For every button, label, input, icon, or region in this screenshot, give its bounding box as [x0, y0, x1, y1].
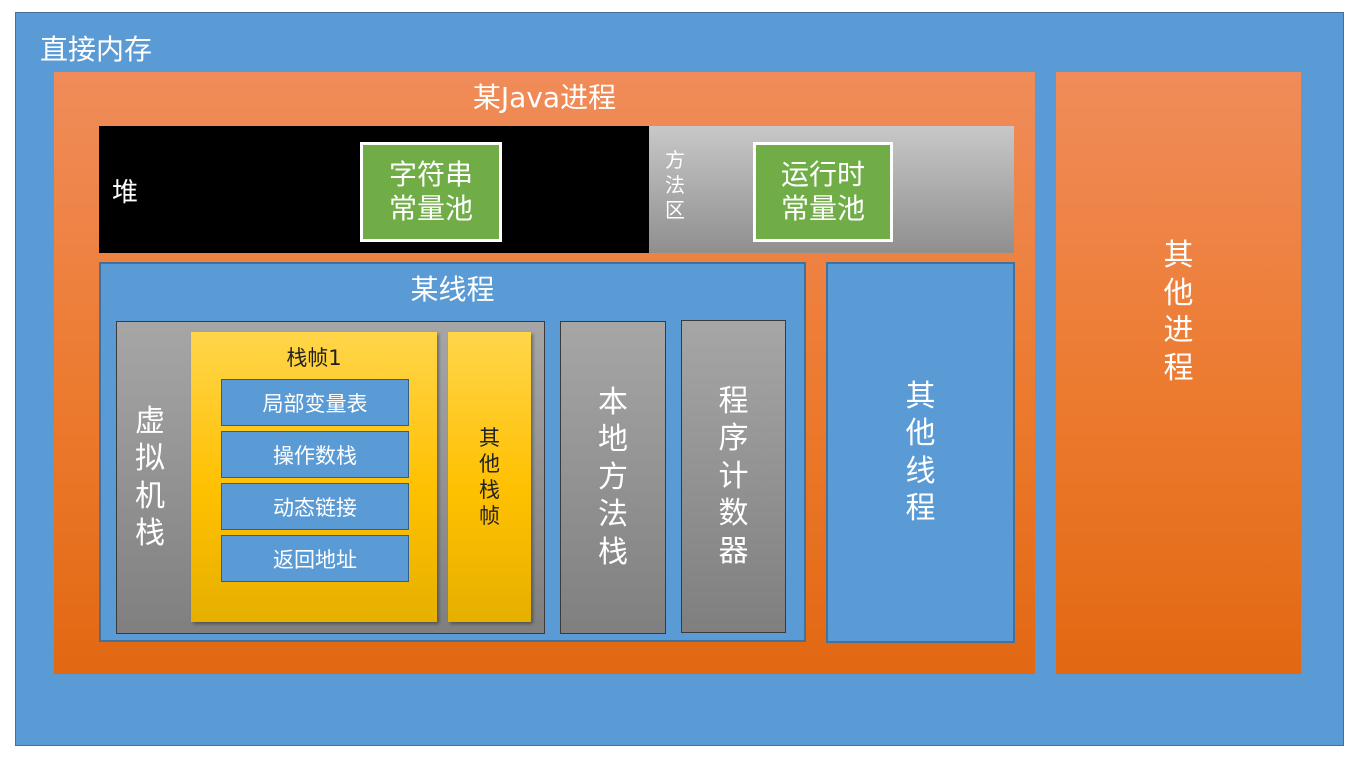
method-area-label: 方法区 [665, 148, 685, 222]
other-threads-region [826, 262, 1015, 643]
native-method-stack [560, 321, 666, 634]
other-threads-label: 其他线程 [905, 378, 936, 527]
string-constant-pool: 字符串常量池 [360, 142, 502, 242]
vm-stack-label: 虚拟机栈 [135, 403, 165, 552]
thread-label: 某线程 [410, 273, 495, 306]
return-address: 返回地址 [221, 535, 409, 582]
other-processes-label: 其他进程 [1163, 238, 1194, 386]
direct-memory-label: 直接内存 [40, 33, 153, 66]
runtime-constant-pool: 运行时常量池 [753, 142, 893, 242]
local-variable-table: 局部变量表 [221, 379, 409, 426]
other-stack-frames-label: 其他栈帧 [479, 425, 500, 529]
dynamic-linking: 动态链接 [221, 483, 409, 530]
other-stack-frames [448, 332, 531, 622]
native-method-stack-label: 本地方法栈 [598, 384, 628, 570]
stack-frame-1-title: 栈帧1 [286, 346, 342, 370]
program-counter [681, 320, 786, 633]
other-processes-region [1056, 72, 1301, 674]
java-process-label: 某Java进程 [472, 81, 617, 114]
heap-label: 堆 [112, 178, 139, 208]
operand-stack: 操作数栈 [221, 431, 409, 478]
program-counter-label: 程序计数器 [718, 383, 749, 569]
